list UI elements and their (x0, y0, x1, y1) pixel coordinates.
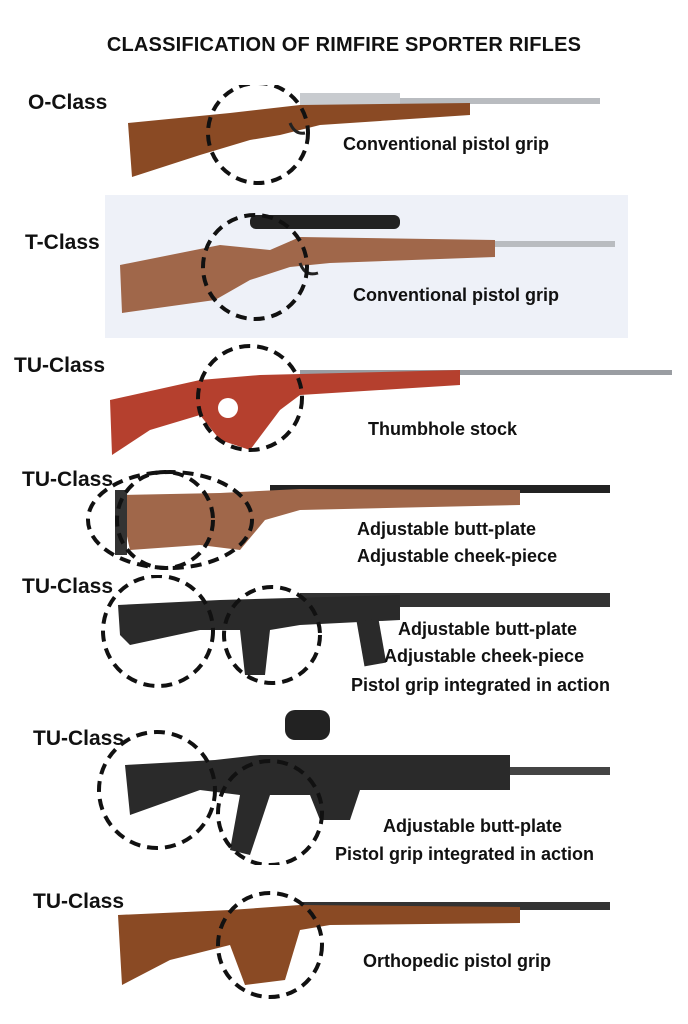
caption: Adjustable cheek-piece (357, 546, 558, 566)
class-label: TU-Class (14, 354, 106, 377)
class-label: T-Class (25, 231, 100, 254)
rifle-chassis (101, 575, 610, 688)
page-title: CLASSIFICATION OF RIMFIRE SPORTER RIFLES (106, 34, 582, 56)
caption: Thumbhole stock (368, 419, 518, 439)
class-label: TU-Class (33, 727, 125, 750)
rifle-orthopedic-grip (118, 891, 610, 999)
class-label: O-Class (28, 91, 108, 114)
rifle-ar-style (97, 710, 610, 865)
caption: Adjustable butt-plate (398, 619, 577, 639)
caption: Adjustable butt-plate (357, 519, 536, 539)
rifle-o-class (128, 85, 600, 185)
class-label: TU-Class (33, 890, 125, 913)
rifle-thumbhole (110, 344, 672, 455)
caption: Conventional pistol grip (353, 285, 559, 305)
caption: Pistol grip integrated in action (335, 844, 595, 864)
rifle-t-class (120, 213, 615, 321)
caption: Pistol grip integrated in action (351, 675, 611, 695)
class-label: TU-Class (22, 468, 114, 491)
caption: Adjustable cheek-piece (384, 646, 585, 666)
caption: Conventional pistol grip (343, 134, 549, 154)
class-label: TU-Class (22, 575, 114, 598)
caption: Orthopedic pistol grip (363, 951, 551, 971)
caption: Adjustable butt-plate (383, 816, 562, 836)
rifle-adjustable-stock (86, 470, 610, 570)
